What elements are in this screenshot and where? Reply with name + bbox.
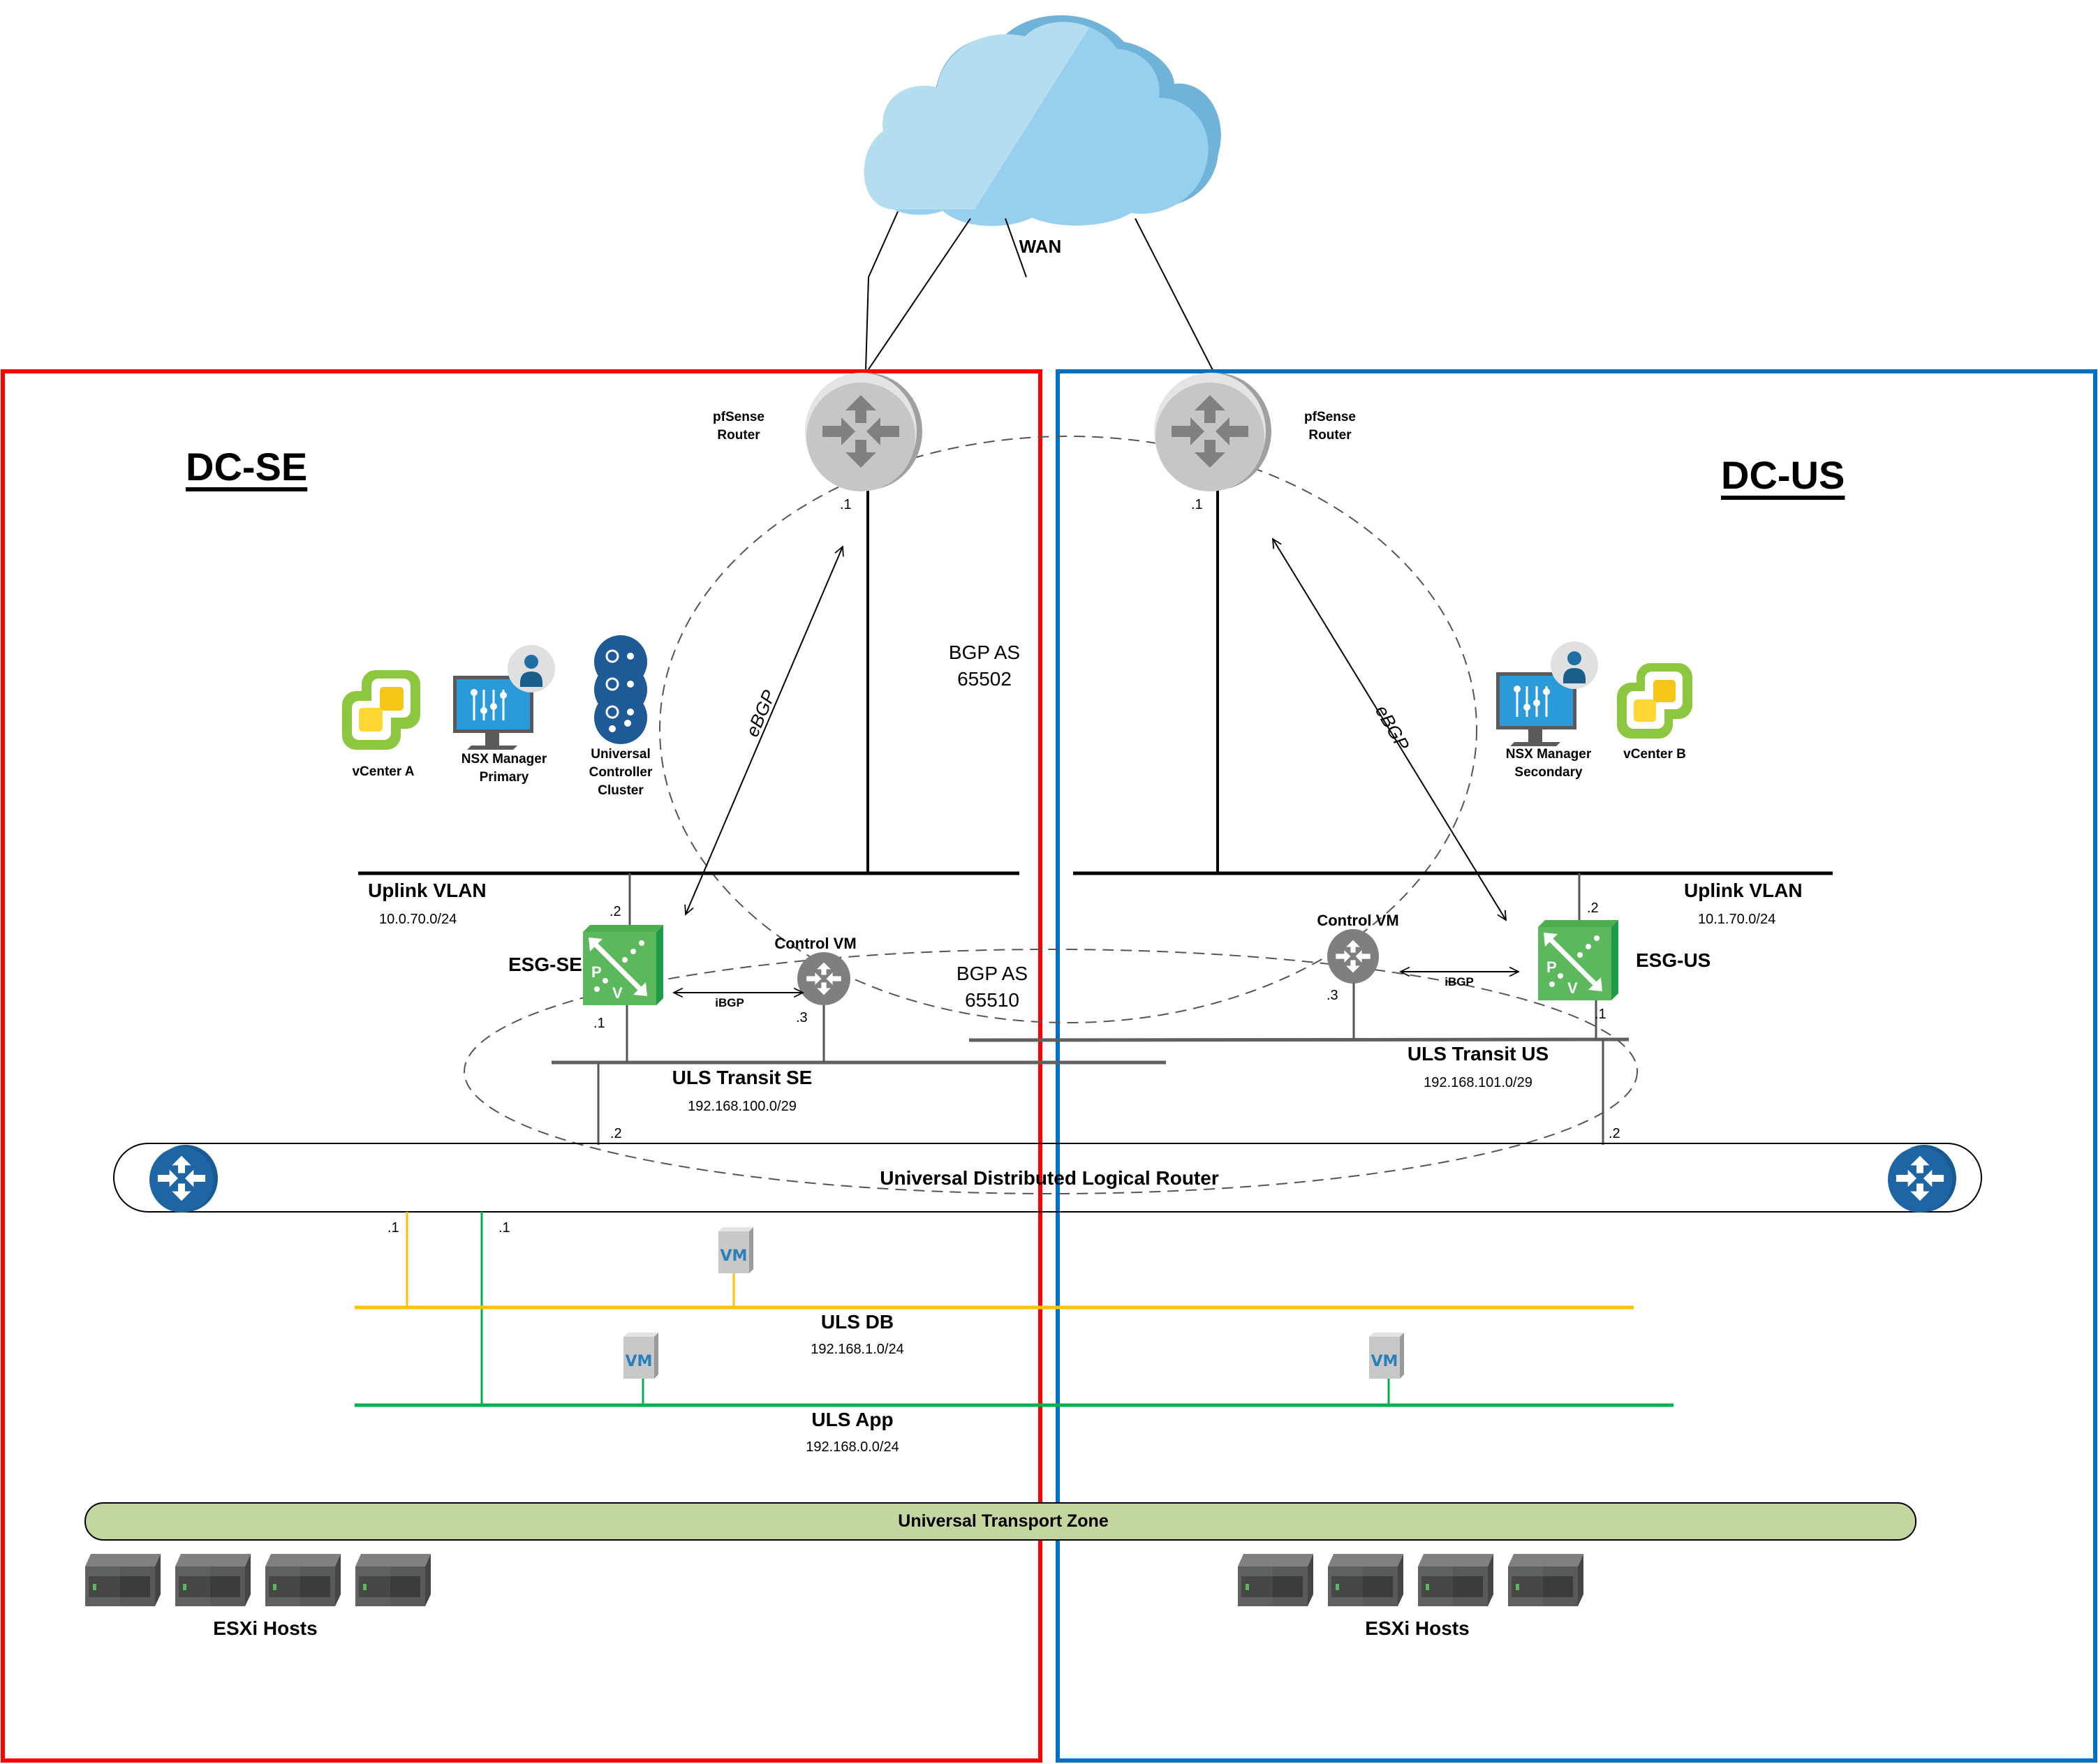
pfsense-us-label: pfSense Router — [1304, 410, 1356, 443]
vcenter-a-icon — [342, 670, 420, 750]
pfsense-us-ip: .1 — [1191, 497, 1203, 512]
svg-text:V: V — [1567, 979, 1578, 997]
vcenter-a-label: vCenter A — [352, 764, 415, 779]
pfsense-us-router-icon — [1154, 373, 1271, 491]
pfsense-se-label: pfSense Router — [713, 410, 764, 443]
vm-app-se-label: VM — [626, 1353, 653, 1370]
nsx-manager-secondary-icon — [1496, 642, 1598, 746]
uplink-vlan-us-label: Uplink VLAN — [1684, 880, 1803, 901]
vm-app-us-label: VM — [1371, 1353, 1398, 1370]
vcenter-b-label: vCenter B — [1623, 747, 1686, 762]
app-segment-label: ULS App — [811, 1409, 894, 1430]
vm-db-label: VM — [721, 1247, 748, 1265]
ibgp-us-label: iBGP — [1445, 975, 1474, 988]
svg-text:V: V — [612, 984, 623, 1002]
transport-zone-bar — [84, 1502, 1916, 1541]
transit-us-label: ULS Transit US — [1407, 1043, 1549, 1065]
udlr-label: Universal Distributed Logical Router — [880, 1167, 1219, 1189]
bgp-as-upper-label: BGP AS 65502 — [948, 642, 1021, 690]
esxi-host-icon — [85, 1554, 161, 1606]
udlr-se-router-icon — [149, 1145, 218, 1213]
bgp-as-lower-label: BGP AS 65510 — [956, 963, 1028, 1011]
transit-us-subnet: 192.168.101.0/29 — [1424, 1075, 1532, 1090]
pfsense-se-router-icon — [805, 373, 922, 491]
esg-us-transit-ip: .1 — [1595, 1007, 1606, 1022]
esxi-hosts-us — [1238, 1554, 1583, 1606]
esxi-host-icon — [1328, 1554, 1403, 1606]
transport-zone-label: Universal Transport Zone — [898, 1511, 1109, 1531]
ebgp-us-arrow — [1273, 539, 1506, 920]
site-border-se — [1, 369, 1042, 1763]
transit-se-subnet: 192.168.100.0/29 — [688, 1099, 797, 1114]
esxi-host-icon — [1508, 1554, 1583, 1606]
ibgp-se-label: iBGP — [715, 996, 744, 1009]
esg-us-icon: P V — [1538, 920, 1618, 1000]
ebgp-se-arrow — [686, 547, 843, 914]
svg-text:P: P — [1546, 958, 1557, 976]
pfsense-se-ip: .1 — [840, 497, 852, 512]
wan-cloud-icon — [864, 15, 1221, 226]
esxi-host-icon — [175, 1554, 251, 1606]
udlr-db-ip: .1 — [387, 1220, 399, 1236]
bgp-as-lower-boundary — [464, 949, 1638, 1194]
esxi-host-icon — [355, 1554, 431, 1606]
esg-se-transit-ip: .1 — [593, 1016, 605, 1031]
vm-app-se-icon: VM — [623, 1333, 658, 1379]
nsx-manager-primary-icon — [453, 645, 555, 750]
transit-se-label: ULS Transit SE — [672, 1067, 813, 1088]
db-segment-label: ULS DB — [820, 1311, 894, 1333]
uplink-vlan-se-subnet: 10.0.70.0/24 — [379, 912, 457, 927]
site-border-us — [1056, 369, 2097, 1763]
uplink-vlan-us-subnet: 10.1.70.0/24 — [1698, 912, 1776, 927]
wan-link-us-lower — [1135, 218, 1214, 372]
control-vm-us-ip: .3 — [1327, 988, 1338, 1003]
site-title-se: DC-SE — [186, 445, 308, 489]
uplink-vlan-se-label: Uplink VLAN — [368, 880, 487, 901]
wan-link-se-lower — [865, 276, 869, 371]
wan-link-se-main — [866, 218, 971, 372]
controller-cluster-label: Universal Controller Cluster — [589, 747, 653, 798]
nsx-manager-secondary-label: NSX Manager Secondary — [1505, 747, 1592, 780]
db-segment-subnet: 192.168.1.0/24 — [811, 1342, 904, 1357]
control-vm-se-router-icon — [797, 952, 850, 1005]
esg-se-label: ESG-SE — [508, 954, 582, 975]
wan-label: WAN — [1019, 236, 1062, 257]
esxi-hosts-se-label: ESXi Hosts — [213, 1617, 318, 1639]
app-segment-subnet: 192.168.0.0/24 — [806, 1439, 899, 1455]
udlr-us-router-icon — [1888, 1145, 1956, 1213]
esg-us-uplink-ip: .2 — [1587, 900, 1599, 916]
vcenter-b-icon — [1617, 663, 1692, 739]
controller-cluster-icon — [594, 635, 647, 744]
wan-link-us — [1005, 218, 1027, 278]
transit-us-bus — [968, 1037, 1630, 1042]
esg-se-icon: P V — [583, 925, 663, 1005]
udlr-bar — [113, 1143, 1982, 1213]
esxi-host-icon — [265, 1554, 341, 1606]
vm-db-icon: VM — [718, 1227, 753, 1273]
esg-us-label: ESG-US — [1636, 949, 1711, 971]
udlr-us-transit-ip: .2 — [1609, 1126, 1620, 1141]
vm-app-us-icon: VM — [1369, 1333, 1404, 1379]
wan-link-se — [868, 211, 899, 278]
esxi-host-icon — [1238, 1554, 1313, 1606]
control-vm-se-ip: .3 — [796, 1010, 808, 1025]
control-vm-us-label: Control VM — [1317, 912, 1399, 929]
esxi-host-icon — [1418, 1554, 1493, 1606]
site-title-us: DC-US — [1721, 453, 1845, 497]
udlr-app-ip: .1 — [498, 1220, 510, 1236]
esxi-hosts-se — [85, 1554, 431, 1606]
control-vm-se-label: Control VM — [774, 935, 857, 952]
esxi-hosts-us-label: ESXi Hosts — [1365, 1617, 1470, 1639]
udlr-se-transit-ip: .2 — [610, 1126, 622, 1141]
nsx-manager-primary-label: NSX Manager Primary — [461, 752, 547, 785]
control-vm-us-router-icon — [1327, 929, 1379, 984]
svg-text:P: P — [591, 963, 602, 981]
esg-se-uplink-ip: .2 — [610, 904, 621, 919]
